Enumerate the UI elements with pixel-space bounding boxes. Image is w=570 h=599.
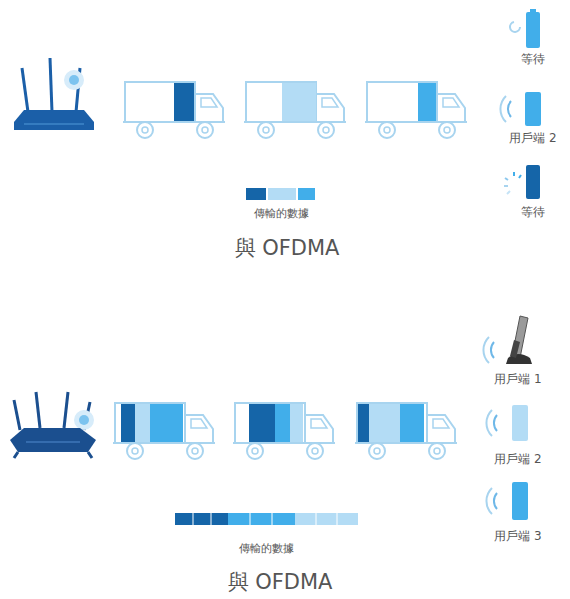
trucks-top [123,82,467,138]
bar-label: 傳輸的數據 [239,542,294,555]
router-bottom [10,392,96,458]
device-label: 等待 [521,52,545,66]
data-bar-bottom [175,513,358,525]
router-top [14,58,94,130]
devices-bottom [483,316,532,520]
panel-title: 與 OFDMA [235,236,340,261]
device-label: 等待 [521,205,545,219]
panel-title: 與 OFDMA [228,570,333,595]
data-bar-top [246,188,315,200]
devices-top [500,9,541,199]
device-label: 用戶端 3 [494,529,541,543]
device-label: 用戶端 2 [509,131,556,145]
device-label: 用戶端 1 [494,372,541,386]
bar-label: 傳輸的數據 [254,207,309,220]
device-label: 用戶端 2 [494,452,541,466]
trucks-bottom [113,403,457,459]
